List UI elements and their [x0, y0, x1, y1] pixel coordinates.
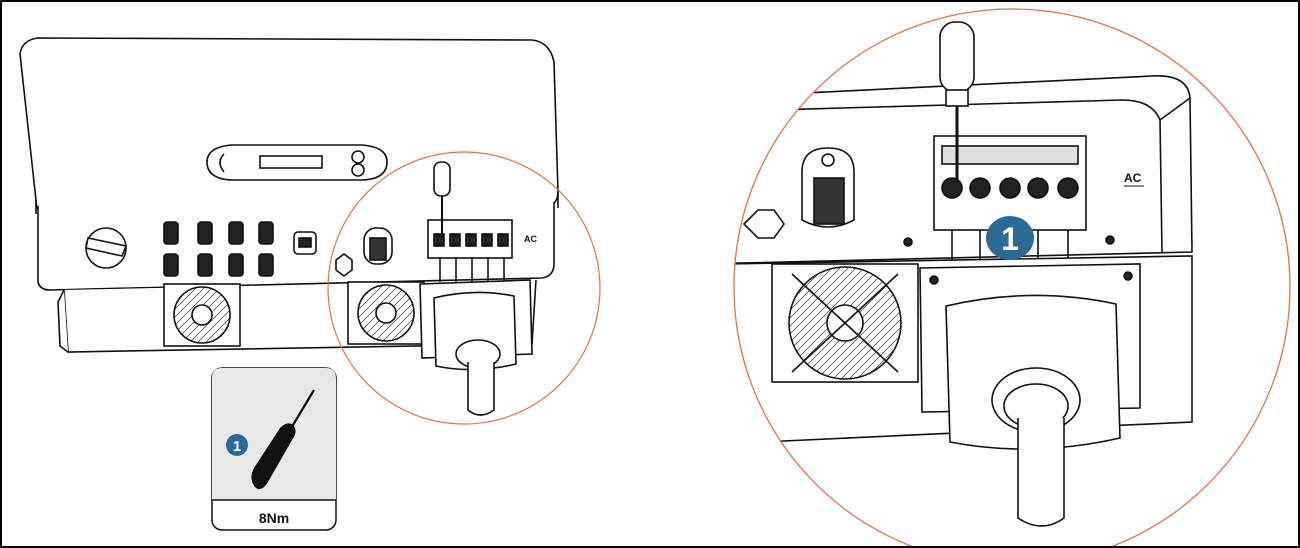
screwdriver-icon [251, 389, 315, 490]
svg-text:1: 1 [233, 438, 241, 455]
cooling-fan-right [347, 281, 425, 345]
dc-switch [85, 227, 128, 269]
ac-cover-small [419, 279, 533, 416]
display-panel [206, 144, 388, 181]
detail-zoom: AC [734, 21, 1193, 527]
pv-connectors [163, 221, 274, 277]
ac-label-large: AC [1124, 171, 1142, 185]
svg-text:1: 1 [1001, 221, 1019, 257]
ac-label-small: AC [524, 234, 537, 244]
screwdriver-large [939, 21, 975, 182]
cooling-fan-large [771, 263, 919, 383]
cooling-fan-left [163, 283, 241, 347]
screwdriver-small [433, 161, 451, 236]
meter-connector [363, 227, 393, 265]
step-badge-tool [226, 434, 248, 456]
step-badge-detail: 1 [986, 216, 1034, 260]
ac-terminal-block-small [427, 219, 513, 292]
inverter-lid [19, 37, 559, 215]
meter-connector-large [801, 147, 855, 228]
zoom-circle-large [733, 8, 1291, 546]
ac-cover-large [919, 263, 1141, 527]
zoom-circle-small [327, 151, 601, 425]
vent-plug [335, 253, 353, 277]
torque-label: 8Nm [259, 510, 289, 526]
ac-terminal-block-large [933, 135, 1087, 264]
vent-plug-large [742, 209, 785, 239]
tool-card: 1 8Nm [211, 367, 337, 531]
inverter-overview: AC [19, 37, 559, 416]
